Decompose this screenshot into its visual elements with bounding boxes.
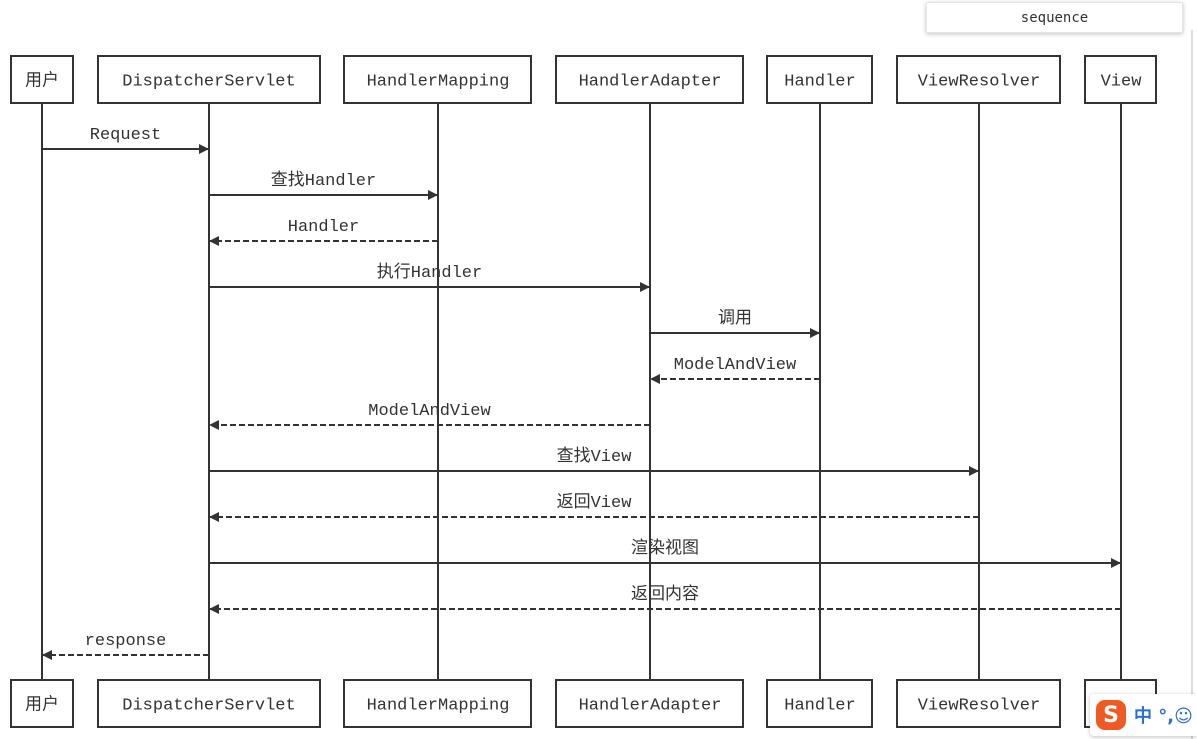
participant-box xyxy=(766,679,873,728)
participant-top-handleradapter: HandlerAdapter xyxy=(555,55,744,104)
participant-label: HandlerMapping xyxy=(367,73,510,92)
participant-top-dispatcherservlet: DispatcherServlet xyxy=(97,55,321,104)
participant-box xyxy=(97,55,321,104)
message-12: response xyxy=(42,632,209,660)
participant-bottom-handler: Handler xyxy=(766,679,873,728)
message-7: ModelAndView xyxy=(209,402,650,430)
message-label: 查找Handler xyxy=(271,170,376,191)
participant-label: HandlerAdapter xyxy=(579,697,722,716)
participant-box xyxy=(896,55,1061,104)
message-label: ModelAndView xyxy=(674,356,797,375)
participant-box xyxy=(896,679,1061,728)
participant-top-handlermapping: HandlerMapping xyxy=(343,55,532,104)
message-label: response xyxy=(85,632,167,651)
message-label: 查找View xyxy=(557,446,633,467)
participant-bottom-viewresolver: ViewResolver xyxy=(896,679,1061,728)
message-label: 返回内容 xyxy=(631,584,699,605)
diagram-type-label: sequence xyxy=(926,2,1183,33)
participant-label: HandlerMapping xyxy=(367,697,510,716)
participant-label: View xyxy=(1101,73,1143,92)
participant-label: 用户 xyxy=(25,71,59,92)
message-label: 调用 xyxy=(718,308,752,329)
sogou-logo-icon[interactable]: S xyxy=(1096,700,1126,730)
ime-status[interactable]: 中 °,☺ xyxy=(1134,706,1193,727)
participant-box xyxy=(1084,55,1157,104)
participant-box xyxy=(766,55,873,104)
message-label: ModelAndView xyxy=(368,402,491,421)
message-label: Handler xyxy=(288,218,359,237)
participant-label: HandlerAdapter xyxy=(579,73,722,92)
participant-box xyxy=(97,679,321,728)
message-2: 查找Handler xyxy=(209,170,438,200)
participant-top-user: 用户 xyxy=(10,55,74,104)
participant-label: Handler xyxy=(784,697,855,716)
right-scroll-edge xyxy=(1191,30,1193,739)
participant-label: DispatcherServlet xyxy=(122,697,295,716)
participant-label: ViewResolver xyxy=(918,697,1040,716)
participant-bottom-handlermapping: HandlerMapping xyxy=(343,679,532,728)
message-5: 调用 xyxy=(650,308,820,338)
participant-box xyxy=(343,55,532,104)
participant-label: ViewResolver xyxy=(918,73,1040,92)
message-label: 返回View xyxy=(557,492,633,513)
participant-top-view: View xyxy=(1084,55,1157,104)
participant-label: Handler xyxy=(784,73,855,92)
message-3: Handler xyxy=(209,218,438,246)
participant-box xyxy=(10,55,74,104)
message-11: 返回内容 xyxy=(209,584,1121,614)
ime-toolbar[interactable]: S 中 °,☺ xyxy=(1090,694,1197,736)
message-label: 执行Handler xyxy=(377,262,482,283)
participant-top-viewresolver: ViewResolver xyxy=(896,55,1061,104)
participant-top-handler: Handler xyxy=(766,55,873,104)
participant-bottom-dispatcherservlet: DispatcherServlet xyxy=(97,679,321,728)
message-4: 执行Handler xyxy=(209,262,650,292)
message-9: 返回View xyxy=(209,492,979,522)
participant-box xyxy=(555,679,744,728)
message-8: 查找View xyxy=(209,446,979,476)
participant-box xyxy=(10,679,74,728)
participant-bottom-handleradapter: HandlerAdapter xyxy=(555,679,744,728)
message-10: 渲染视图 xyxy=(209,538,1121,568)
message-label: 渲染视图 xyxy=(631,538,699,559)
message-6: ModelAndView xyxy=(650,356,820,384)
participant-bottom-user: 用户 xyxy=(10,679,74,728)
participant-box xyxy=(343,679,532,728)
message-1: Request xyxy=(42,126,209,154)
participant-label: DispatcherServlet xyxy=(122,73,295,92)
participant-label: 用户 xyxy=(25,695,59,716)
participant-box xyxy=(555,55,744,104)
message-label: Request xyxy=(90,126,161,145)
